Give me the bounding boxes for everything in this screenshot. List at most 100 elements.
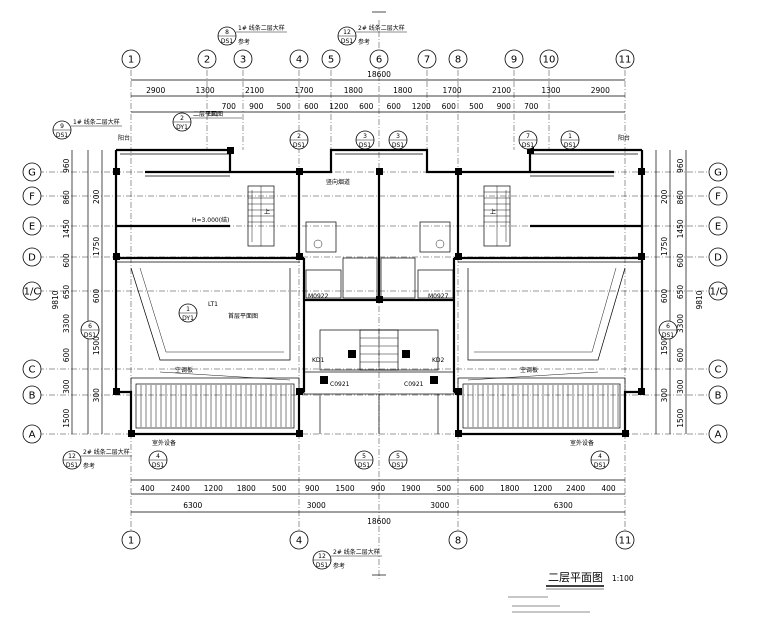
detail-number: 12 [68, 453, 76, 460]
axis-bubble [615, 49, 635, 69]
dimension-label: 500 [277, 102, 292, 111]
detail-number: 2 [180, 115, 184, 122]
axis-label-row: G [714, 168, 722, 179]
axis-label-row: 1/C [24, 287, 41, 298]
axis-label-column: 3 [240, 55, 246, 66]
dimension-label: 2100 [492, 86, 511, 95]
detail-number: 8 [225, 29, 229, 36]
columns [113, 147, 645, 437]
detail-number: 12 [318, 553, 326, 560]
axis-bubble [121, 530, 141, 550]
dimension-label: 1800 [393, 86, 412, 95]
label-up-right: 上 [490, 208, 496, 216]
dimension-label: 1300 [196, 86, 215, 95]
dimension-label: 300 [92, 388, 101, 403]
axis-label-column: 5 [328, 55, 334, 66]
dimension-label: 300 [660, 388, 669, 403]
axis-label-column: 9 [511, 55, 517, 66]
detail-note: 1# 线条二层大样 [73, 118, 120, 126]
detail-ref: DS1 [358, 462, 370, 469]
axis-label-column: 4 [296, 536, 302, 547]
dimension-label: 2400 [566, 484, 585, 493]
detail-number: 7 [526, 133, 530, 140]
axis-bubble [22, 281, 42, 301]
dimension-label: 650 [62, 285, 71, 300]
axis-bubble [448, 530, 468, 550]
dimension-label: 600 [442, 102, 457, 111]
axis-label-column: 11 [619, 55, 632, 66]
dimension-label: 400 [601, 484, 616, 493]
detail-number: 9 [60, 123, 64, 130]
axis-label-row: D [28, 253, 36, 264]
dimension-label: 1750 [92, 237, 101, 256]
detail-ref: DS1 [84, 332, 96, 339]
axis-bubble [708, 216, 728, 236]
axis-label-column: 7 [424, 55, 430, 66]
label-balcony-left: 阳台 [118, 134, 130, 142]
axis-bubble [448, 49, 468, 69]
dimension-label: 600 [304, 102, 319, 111]
dimension-label: 3300 [62, 314, 71, 333]
dimension-label: 600 [62, 348, 71, 363]
detail-number: 3 [396, 133, 400, 140]
axis-bubble [321, 49, 341, 69]
dimension-label: 960 [676, 158, 685, 173]
label-m2: M0927 [428, 293, 449, 300]
dimension-label: 2900 [591, 86, 610, 95]
dimension-label: 2400 [171, 484, 190, 493]
equipment-platforms [130, 377, 626, 435]
axis-bubble [233, 49, 253, 69]
axis-bubble [22, 216, 42, 236]
dimension-label: 600 [676, 253, 685, 268]
detail-ref: DS1 [564, 142, 576, 149]
axis-bubble [22, 385, 42, 405]
dimension-label: 2900 [146, 86, 165, 95]
dimension-label: 300 [676, 379, 685, 394]
dimension-label: 1450 [676, 219, 685, 238]
axis-bubble [197, 49, 217, 69]
axis-bubble [417, 49, 437, 69]
dimension-label: 1800 [344, 86, 363, 95]
axis-bubble [121, 49, 141, 69]
axis-bubble [708, 186, 728, 206]
dimension-label: 1700 [294, 86, 313, 95]
detail-number: 6 [666, 323, 670, 330]
axis-label-row: B [715, 391, 722, 402]
dimension-label: 1200 [533, 484, 552, 493]
detail-number: 12 [343, 29, 351, 36]
dimension-label: 600 [676, 348, 685, 363]
detail-number: 4 [598, 453, 602, 460]
annotations: LT1 LT1 H=3.000(结) 上 上 首层平面图 空调板 空调板 室外设… [118, 111, 630, 447]
label-level: H=3.000(结) [192, 216, 229, 224]
axis-bubble [708, 162, 728, 182]
axis-label-column: 1 [128, 536, 134, 547]
dimension-lines [71, 79, 687, 513]
dimension-label: 3000 [430, 501, 449, 510]
dimension-label: 1800 [237, 484, 256, 493]
drawing-scale: 1:100 [612, 574, 634, 583]
detail-ref: DS1 [316, 562, 328, 569]
axis-bubble [22, 424, 42, 444]
axis-bubble [708, 281, 728, 301]
dimension-label: 6300 [183, 501, 202, 510]
axis-bubble [708, 424, 728, 444]
dimension-label: 650 [676, 285, 685, 300]
detail-ref: DS1 [341, 38, 353, 45]
axis-bubble [708, 247, 728, 267]
dimension-label: 1500 [92, 336, 101, 355]
axis-label-row: D [714, 253, 722, 264]
detail-note: 1# 线条二层大样 [238, 24, 285, 32]
axis-bubble [289, 49, 309, 69]
axis-bubble [289, 530, 309, 550]
drawing-title-block: 二层平面图 1:100 [508, 571, 634, 613]
detail-ref: DS1 [152, 462, 164, 469]
label-room-floor: 首层平面图 [228, 312, 258, 320]
axis-bubble [22, 247, 42, 267]
